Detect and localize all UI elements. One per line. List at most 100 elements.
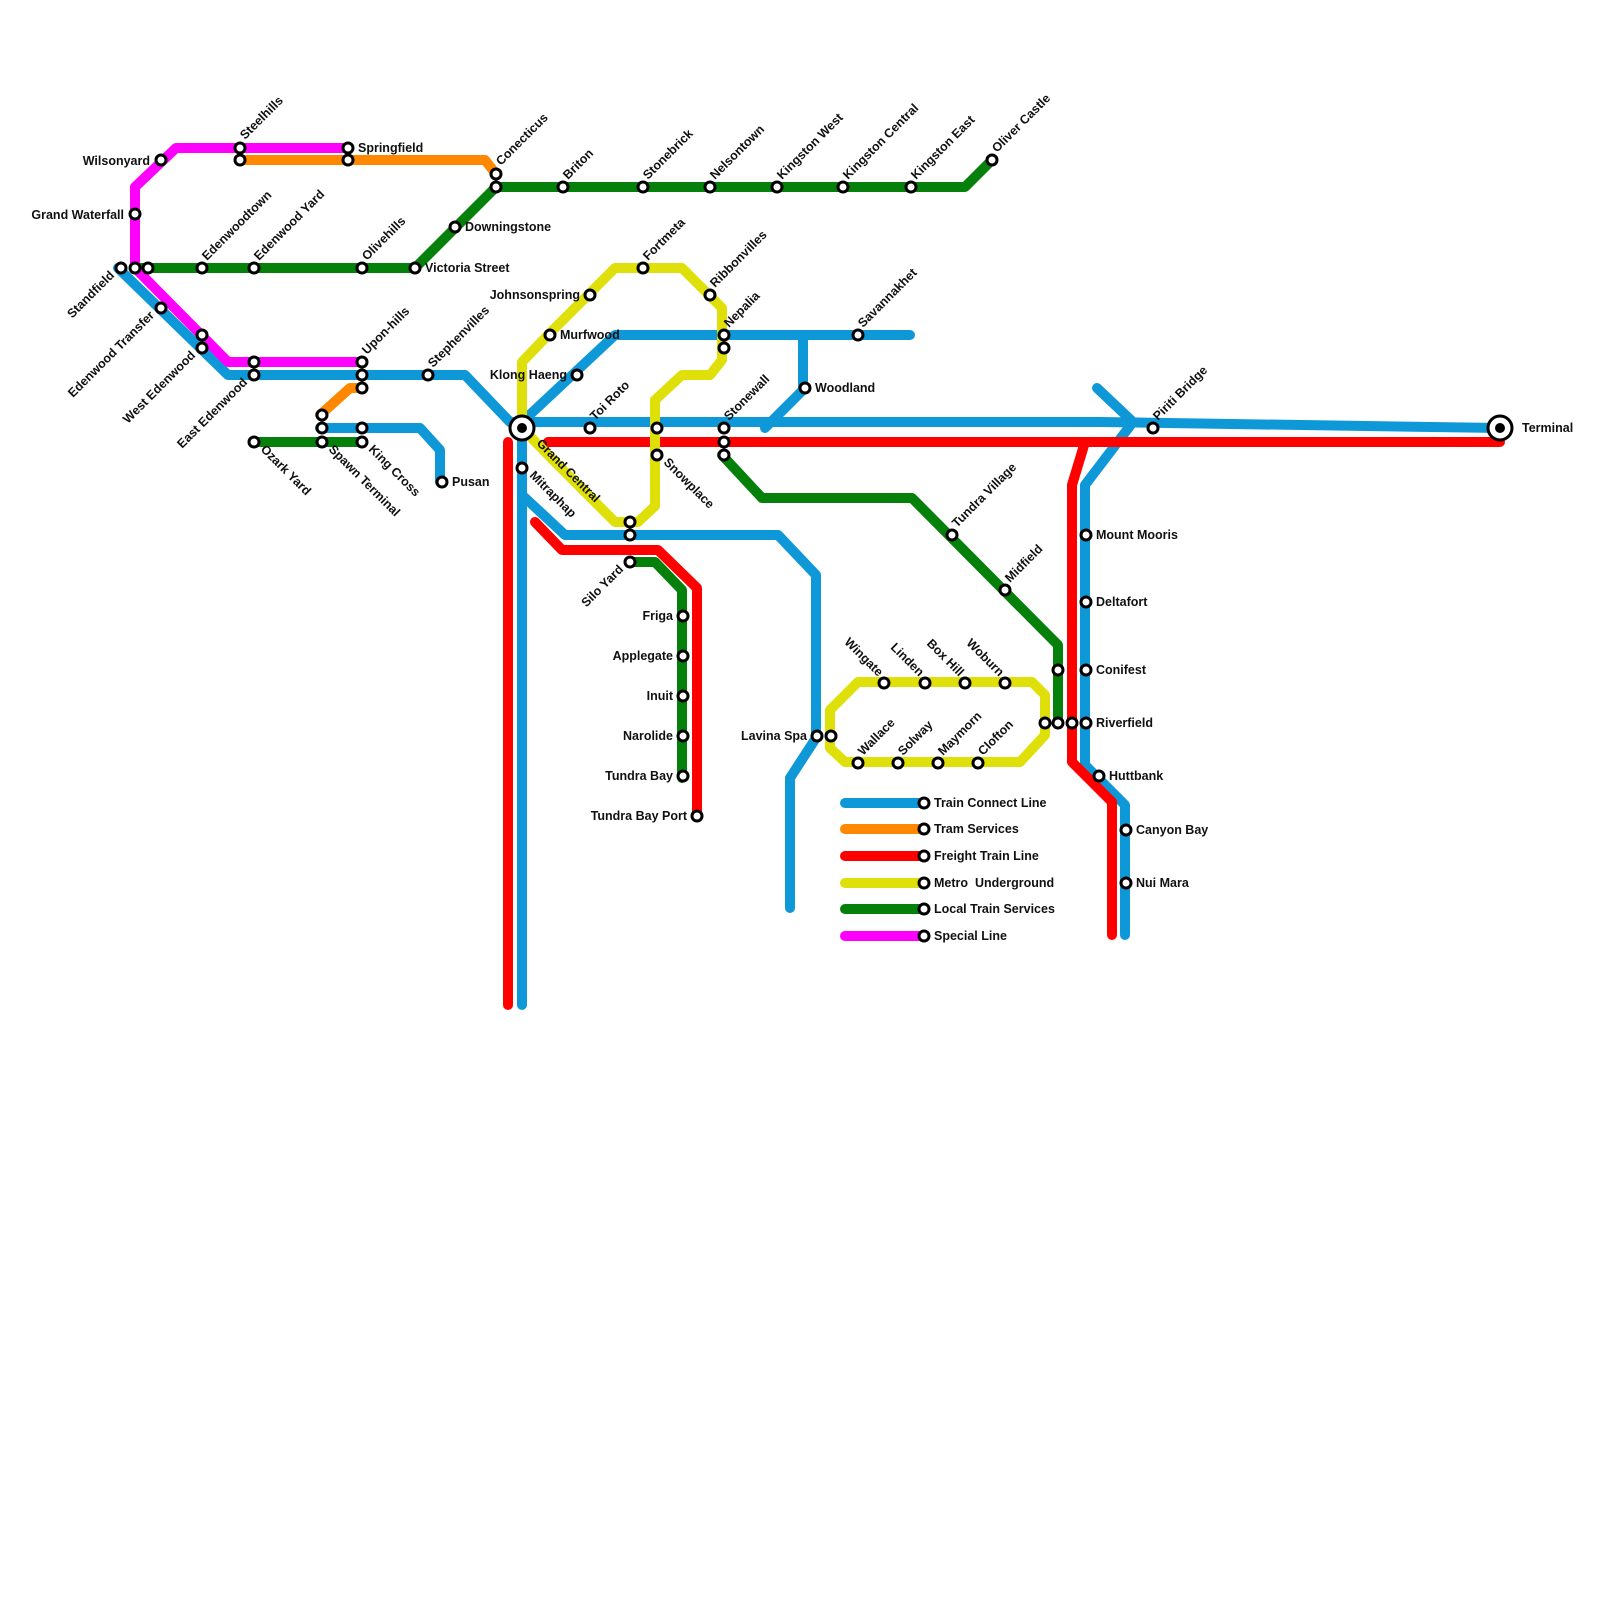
stop-klong-haeng[interactable]	[570, 368, 584, 382]
stop-stonebrick[interactable]	[636, 180, 650, 194]
stop-stephenvilles[interactable]	[421, 368, 435, 382]
stop-applegate[interactable]	[676, 649, 690, 663]
stop-fortmeta[interactable]	[636, 261, 650, 275]
stop-edenwood-yard[interactable]	[247, 261, 261, 275]
stop-silo-yard-b[interactable]	[623, 528, 637, 542]
stop-riverfield-b[interactable]	[1051, 716, 1065, 730]
stop-springfield-a[interactable]	[341, 141, 355, 155]
stop-standfield-a[interactable]	[114, 261, 128, 275]
stop-spawn-terminal-a[interactable]	[315, 408, 329, 422]
stop-king-cross-a[interactable]	[355, 421, 369, 435]
stop-west-edenwood-a[interactable]	[195, 328, 209, 342]
stop-conifest-a[interactable]	[1051, 663, 1065, 677]
stop-murfwood[interactable]	[543, 328, 557, 342]
stop-silo-yard-a[interactable]	[623, 515, 637, 529]
stop-toi-roto[interactable]	[583, 421, 597, 435]
stop-west-edenwood-b[interactable]	[195, 341, 209, 355]
stop-huttbank[interactable]	[1092, 769, 1106, 783]
stop-lavina-spa-a[interactable]	[810, 729, 824, 743]
stop-pusan[interactable]	[435, 475, 449, 489]
stop-woburn[interactable]	[998, 676, 1012, 690]
stop-maymorn[interactable]	[931, 756, 945, 770]
stop-king-cross-b[interactable]	[355, 435, 369, 449]
stop-upon-hills-a[interactable]	[355, 355, 369, 369]
stop-briton[interactable]	[556, 180, 570, 194]
stop-narolide[interactable]	[676, 729, 690, 743]
stop-kingston-central[interactable]	[836, 180, 850, 194]
label-tundra-bay: Tundra Bay	[605, 769, 673, 783]
label-stonebrick: Stonebrick	[640, 127, 696, 183]
stop-riverfield-c[interactable]	[1065, 716, 1079, 730]
stop-olivehills[interactable]	[355, 261, 369, 275]
stop-stonewall-a[interactable]	[717, 421, 731, 435]
label-kingston-east: Kingston East	[908, 112, 978, 182]
stop-wilsonyard[interactable]	[154, 153, 168, 167]
stop-stonewall-c[interactable]	[717, 448, 731, 462]
stop-upon-hills-c[interactable]	[355, 381, 369, 395]
stop-snowplace-b[interactable]	[650, 448, 664, 462]
stop-solway[interactable]	[891, 756, 905, 770]
stop-woodland[interactable]	[798, 381, 812, 395]
stop-oliver-castle[interactable]	[985, 153, 999, 167]
stop-spawn-terminal-b[interactable]	[315, 421, 329, 435]
stop-nelsontown[interactable]	[703, 180, 717, 194]
label-oliver-castle: Oliver Castle	[989, 91, 1053, 155]
stop-upon-hills-b[interactable]	[355, 368, 369, 382]
stop-inuit[interactable]	[676, 689, 690, 703]
stop-mitraphap[interactable]	[515, 461, 529, 475]
stop-deltafort[interactable]	[1079, 595, 1093, 609]
stop-ozark-yard[interactable]	[247, 435, 261, 449]
stop-springfield-b[interactable]	[341, 153, 355, 167]
stop-midfield[interactable]	[998, 583, 1012, 597]
stop-ribbonvilles[interactable]	[703, 288, 717, 302]
special-line	[130, 143, 367, 367]
stop-grand-waterfall[interactable]	[128, 207, 142, 221]
stop-downingstone[interactable]	[448, 220, 462, 234]
label-spawn-terminal: Spawn Terminal	[326, 442, 403, 519]
stop-east-edenwood-b[interactable]	[247, 368, 261, 382]
stop-nepalia-b[interactable]	[717, 341, 731, 355]
legend-label: Tram Services	[934, 822, 1019, 836]
stop-conecticus-b[interactable]	[489, 180, 503, 194]
stop-johnsonspring[interactable]	[583, 288, 597, 302]
red-line-east-branch	[1067, 437, 1117, 940]
stop-edenwoodtown[interactable]	[195, 261, 209, 275]
metro-underground-line	[517, 263, 1050, 767]
stop-friga[interactable]	[676, 609, 690, 623]
stop-conecticus-a[interactable]	[489, 167, 503, 181]
stop-piriti-bridge[interactable]	[1146, 421, 1160, 435]
stop-canyon-bay[interactable]	[1119, 823, 1133, 837]
label-canyon-bay: Canyon Bay	[1136, 823, 1208, 837]
stop-victoria-street[interactable]	[408, 261, 422, 275]
stop-edenwood-transfer[interactable]	[154, 301, 168, 315]
stop-tundra-bay-port[interactable]	[690, 809, 704, 823]
stop-riverfield-d[interactable]	[1079, 716, 1093, 730]
stop-conifest-b[interactable]	[1079, 663, 1093, 677]
stop-kingston-west[interactable]	[770, 180, 784, 194]
stop-wallace[interactable]	[851, 756, 865, 770]
stop-riverfield-a[interactable]	[1038, 716, 1052, 730]
label-pusan: Pusan	[452, 475, 490, 489]
stop-lavina-spa-b[interactable]	[824, 729, 838, 743]
stop-nui-mara[interactable]	[1119, 876, 1133, 890]
stop-nepalia-a[interactable]	[717, 328, 731, 342]
stop-standfield-c[interactable]	[141, 261, 155, 275]
stop-east-edenwood-a[interactable]	[247, 355, 261, 369]
stop-snowplace-a[interactable]	[650, 421, 664, 435]
stop-steelhills-a[interactable]	[233, 141, 247, 155]
stop-tundra-village[interactable]	[945, 528, 959, 542]
stop-tundra-bay[interactable]	[676, 769, 690, 783]
stop-clofton[interactable]	[971, 756, 985, 770]
stop-box-hill[interactable]	[958, 676, 972, 690]
stop-savannakhet[interactable]	[851, 328, 865, 342]
stop-wingate[interactable]	[877, 676, 891, 690]
stop-stonewall-b[interactable]	[717, 435, 731, 449]
legend-marker	[917, 849, 931, 863]
stop-linden[interactable]	[918, 676, 932, 690]
stop-standfield-b[interactable]	[128, 261, 142, 275]
stop-spawn-terminal-c[interactable]	[315, 435, 329, 449]
stop-steelhills-b[interactable]	[233, 153, 247, 167]
stop-kingston-east[interactable]	[904, 180, 918, 194]
stop-silo-yard-c[interactable]	[623, 555, 637, 569]
stop-mount-mooris[interactable]	[1079, 528, 1093, 542]
